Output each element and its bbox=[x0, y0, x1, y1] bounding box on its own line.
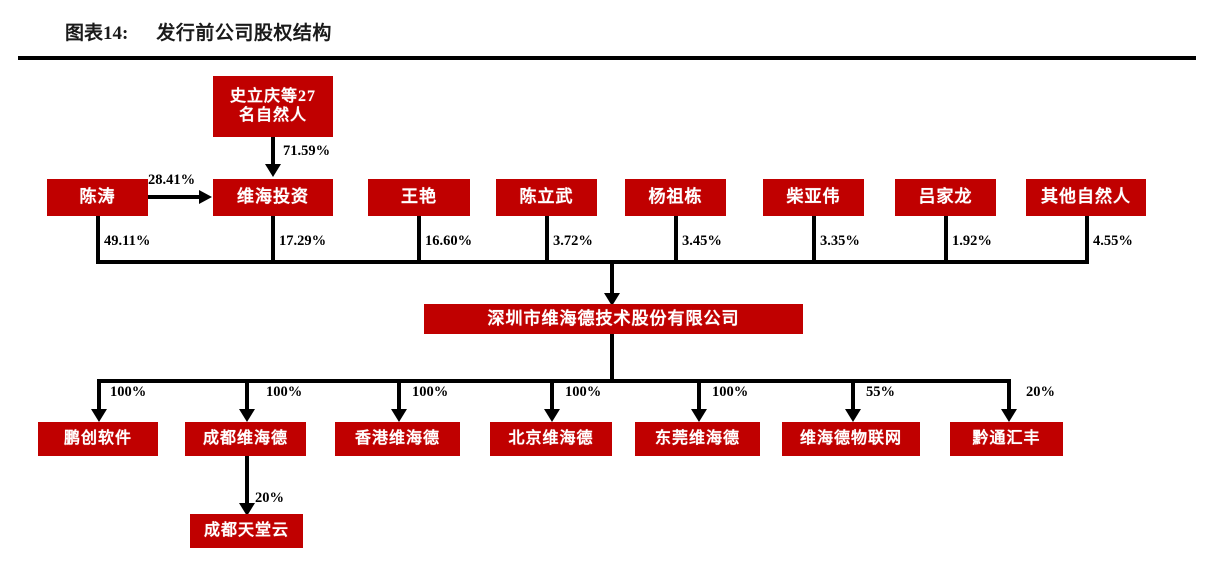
node-subsidiary-qiantong-huifeng[interactable]: 黔通汇丰 bbox=[950, 422, 1063, 456]
connector-bus-to-company bbox=[610, 260, 614, 296]
node-subsidiary-hongkong-weihaide[interactable]: 香港维海德 bbox=[335, 422, 460, 456]
pct-sub-qiantong: 20% bbox=[1026, 384, 1055, 400]
node-shareholder-chaiyawei-label: 柴亚伟 bbox=[786, 187, 841, 207]
shareholder-bus bbox=[96, 260, 1089, 264]
node-subsidiary-beijing-weihaide-label: 北京维海德 bbox=[508, 429, 594, 447]
node-shareholder-wangyan-label: 王艳 bbox=[401, 187, 437, 207]
pct-sub-chengdu: 100% bbox=[266, 384, 303, 400]
arrowhead-bus-to-company bbox=[604, 293, 620, 306]
pct-chaiyawei: 3.35% bbox=[820, 233, 860, 249]
pct-chentao: 49.11% bbox=[104, 233, 151, 249]
arrowhead-sub-hongkong bbox=[391, 409, 407, 422]
pct-sub-pengchuang: 100% bbox=[110, 384, 147, 400]
connector-sub-qiantong-drop bbox=[1007, 379, 1011, 412]
node-subsubsidiary-chengdu-tiantangyun[interactable]: 成都天堂云 bbox=[190, 514, 303, 548]
connector-sub-beijing-drop bbox=[550, 379, 554, 412]
page-title: 图表14: 发行前公司股权结构 bbox=[65, 18, 332, 45]
node-subsidiary-pengchuang-software[interactable]: 鹏创软件 bbox=[38, 422, 158, 456]
connector-wangyan-drop bbox=[417, 216, 421, 264]
pct-sub-iot: 55% bbox=[866, 384, 895, 400]
arrowhead-sub-iot bbox=[845, 409, 861, 422]
arrowhead-sub-chengdu bbox=[239, 409, 255, 422]
arrowhead-naturalpersons-to-weihai bbox=[265, 164, 281, 177]
arrowhead-sub-dongguan bbox=[691, 409, 707, 422]
arrowhead-chentao-to-weihai bbox=[199, 190, 212, 204]
node-subsidiary-dongguan-weihaide-label: 东莞维海德 bbox=[654, 429, 740, 447]
node-shareholder-chaiyawei[interactable]: 柴亚伟 bbox=[763, 179, 864, 216]
node-shareholder-weihai-investment[interactable]: 维海投资 bbox=[213, 179, 333, 216]
node-subsidiary-beijing-weihaide[interactable]: 北京维海德 bbox=[490, 422, 612, 456]
arrowhead-sub-beijing bbox=[544, 409, 560, 422]
node-subsidiary-qiantong-huifeng-label: 黔通汇丰 bbox=[972, 429, 1041, 447]
node-company[interactable]: 深圳市维海德技术股份有限公司 bbox=[424, 304, 803, 334]
pct-chenliwu: 3.72% bbox=[553, 233, 593, 249]
header-divider bbox=[18, 56, 1196, 60]
connector-weihai-drop bbox=[271, 216, 275, 264]
pct-weihai: 17.29% bbox=[279, 233, 327, 249]
pct-othernatural: 4.55% bbox=[1093, 233, 1133, 249]
connector-yangzudong-drop bbox=[674, 216, 678, 264]
connector-sub-pengchuang-drop bbox=[97, 379, 101, 412]
connector-sub-chengdu-drop bbox=[245, 379, 249, 412]
node-shareholder-chenliwu-label: 陈立武 bbox=[519, 187, 574, 207]
connector-naturalpersons-to-weihai bbox=[271, 137, 275, 166]
node-subsubsidiary-chengdu-tiantangyun-label: 成都天堂云 bbox=[203, 521, 289, 539]
node-subsidiary-chengdu-weihaide[interactable]: 成都维海德 bbox=[185, 422, 306, 456]
connector-chaiyawei-drop bbox=[812, 216, 816, 264]
connector-chentao-to-weihai bbox=[148, 195, 200, 199]
figure-title: 发行前公司股权结构 bbox=[156, 23, 332, 44]
pct-sub-beijing: 100% bbox=[565, 384, 602, 400]
connector-sub-hongkong-drop bbox=[397, 379, 401, 412]
node-shareholder-yangzudong-label: 杨祖栋 bbox=[648, 187, 703, 207]
pct-sub-dongguan: 100% bbox=[712, 384, 749, 400]
figure-label: 图表14: bbox=[65, 23, 129, 44]
node-shareholder-weihai-investment-label: 维海投资 bbox=[237, 187, 309, 207]
pct-wangyan: 16.60% bbox=[425, 233, 473, 249]
connector-company-to-subbus bbox=[610, 334, 614, 383]
node-natural-persons-line2: 名自然人 bbox=[238, 106, 307, 124]
pct-chengdu-to-tiantangyun: 20% bbox=[255, 490, 284, 506]
connector-chenliwu-drop bbox=[545, 216, 549, 264]
pct-chentao-to-weihai: 28.41% bbox=[148, 172, 196, 188]
arrowhead-sub-qiantong bbox=[1001, 409, 1017, 422]
pct-naturalpersons-to-weihai: 71.59% bbox=[283, 143, 331, 159]
node-shareholder-other-natural-persons-label: 其他自然人 bbox=[1041, 187, 1131, 207]
node-subsidiary-hongkong-weihaide-label: 香港维海德 bbox=[354, 429, 440, 447]
arrowhead-sub-pengchuang bbox=[91, 409, 107, 422]
node-subsidiary-chengdu-weihaide-label: 成都维海德 bbox=[202, 429, 288, 447]
node-subsidiary-weihaide-iot[interactable]: 维海德物联网 bbox=[782, 422, 920, 456]
pct-sub-hongkong: 100% bbox=[412, 384, 449, 400]
node-shareholder-yangzudong[interactable]: 杨祖栋 bbox=[625, 179, 726, 216]
connector-lvjialong-drop bbox=[944, 216, 948, 264]
node-shareholder-other-natural-persons[interactable]: 其他自然人 bbox=[1026, 179, 1146, 216]
connector-chentao-drop bbox=[96, 216, 100, 264]
node-shareholder-chentao[interactable]: 陈涛 bbox=[47, 179, 148, 216]
node-shareholder-chentao-label: 陈涛 bbox=[79, 187, 116, 207]
node-natural-persons[interactable]: 史立庆等27 名自然人 bbox=[213, 76, 333, 137]
connector-sub-dongguan-drop bbox=[697, 379, 701, 412]
node-shareholder-lvjialong[interactable]: 吕家龙 bbox=[895, 179, 996, 216]
connector-othernatural-drop bbox=[1085, 216, 1089, 264]
node-shareholder-wangyan[interactable]: 王艳 bbox=[368, 179, 470, 216]
node-natural-persons-line1: 史立庆等27 bbox=[229, 87, 316, 105]
pct-yangzudong: 3.45% bbox=[682, 233, 722, 249]
node-shareholder-lvjialong-label: 吕家龙 bbox=[918, 187, 973, 207]
node-shareholder-chenliwu[interactable]: 陈立武 bbox=[496, 179, 597, 216]
node-subsidiary-pengchuang-software-label: 鹏创软件 bbox=[63, 429, 132, 447]
connector-chengdu-to-tiantangyun bbox=[245, 456, 249, 506]
arrowhead-chengdu-to-tiantangyun bbox=[239, 503, 255, 516]
subsidiary-bus bbox=[97, 379, 1011, 383]
node-company-label: 深圳市维海德技术股份有限公司 bbox=[487, 308, 740, 328]
connector-sub-iot-drop bbox=[851, 379, 855, 412]
pct-lvjialong: 1.92% bbox=[952, 233, 992, 249]
node-subsidiary-weihaide-iot-label: 维海德物联网 bbox=[799, 429, 902, 447]
node-subsidiary-dongguan-weihaide[interactable]: 东莞维海德 bbox=[635, 422, 760, 456]
